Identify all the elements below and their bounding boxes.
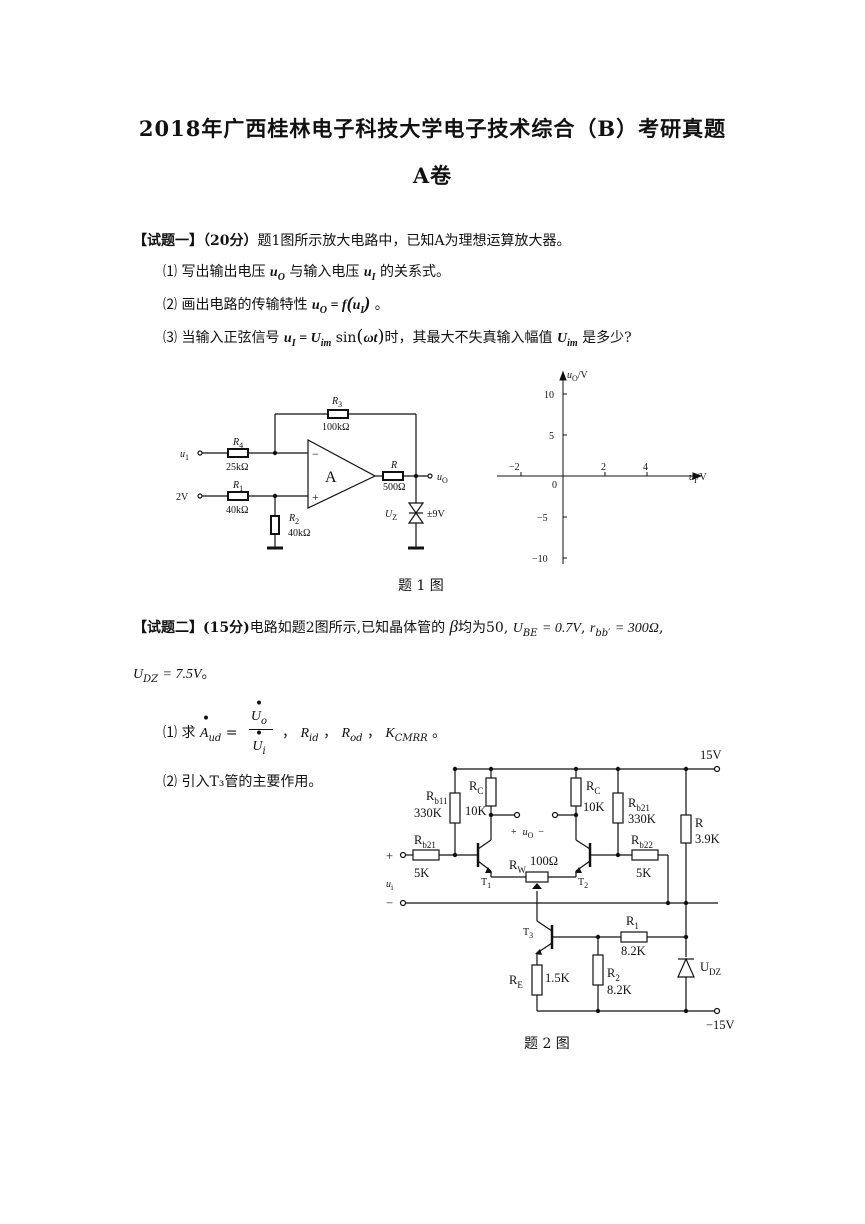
- q1-statement: 【试题一】（20分）题1图所示放大电路中，已知A为理想运算放大器。: [133, 230, 571, 250]
- svg-text:−2: −2: [509, 462, 520, 473]
- svg-text:5: 5: [549, 431, 554, 442]
- svg-text:R1: R1: [232, 480, 243, 493]
- svg-text:RE: RE: [509, 973, 523, 990]
- svg-text:8.2K: 8.2K: [607, 983, 632, 997]
- svg-text:T1: T1: [481, 877, 491, 890]
- svg-text:R2: R2: [607, 966, 620, 983]
- svg-text:5K: 5K: [636, 866, 651, 880]
- svg-text:u1: u1: [180, 449, 189, 462]
- svg-text:Rb21: Rb21: [628, 796, 650, 813]
- svg-text:2: 2: [601, 462, 606, 473]
- svg-text:R: R: [390, 460, 397, 471]
- svg-text:uO/V: uO/V: [567, 370, 589, 383]
- q2-statement: 【试题二】(15分)电路如题2图所示,已知晶体管的 β均为50, UBE = 0…: [133, 617, 664, 639]
- svg-text:−: −: [312, 447, 319, 461]
- svg-text:Rb11: Rb11: [426, 789, 448, 806]
- svg-text:Rb22: Rb22: [631, 833, 653, 850]
- svg-text:+: +: [312, 490, 319, 504]
- q2-item-2: ⑵ 引入T₃管的主要作用。: [163, 774, 323, 790]
- svg-text:3.9K: 3.9K: [695, 832, 720, 846]
- q1-item-3: ⑶ 当输入正弦信号 uI = Uim sin(ωt)时，其最大不失真输入幅值 U…: [163, 326, 632, 349]
- svg-text:10K: 10K: [465, 804, 487, 818]
- q2-fraction: • Uo • Ui: [249, 697, 273, 757]
- q1-text: 题1图所示放大电路中，已知A为理想运算放大器。: [257, 233, 571, 249]
- figure-1-axes: uO/V uI/V 10 5 −5 −10 −2 2 4 0: [497, 370, 707, 565]
- figure-2-caption: 题 2 图: [524, 1036, 570, 1052]
- svg-text:RC: RC: [586, 779, 600, 796]
- svg-text:330K: 330K: [628, 812, 656, 826]
- svg-text:2V: 2V: [176, 492, 189, 503]
- svg-text:40kΩ: 40kΩ: [288, 528, 310, 539]
- svg-text:−5: −5: [537, 513, 548, 524]
- svg-text:A: A: [325, 469, 337, 486]
- svg-text:40kΩ: 40kΩ: [226, 505, 248, 516]
- figure-2-circuit: 15V −15V Rb11 330K RC 10K RC 10K Rb21 33…: [386, 748, 735, 1032]
- svg-text:uO: uO: [437, 472, 448, 485]
- svg-text:−15V: −15V: [706, 1018, 735, 1032]
- svg-text:1.5K: 1.5K: [545, 971, 570, 985]
- svg-text:0: 0: [552, 480, 557, 491]
- svg-text:UZ: UZ: [385, 509, 397, 522]
- svg-text:25kΩ: 25kΩ: [226, 462, 248, 473]
- figure-1-circuit: R3 100kΩ R4 25kΩ R1 40kΩ R2 40kΩ u1 2V A…: [176, 396, 448, 550]
- svg-text:T2: T2: [578, 877, 588, 890]
- svg-text:+uO−: +uO−: [511, 827, 544, 840]
- svg-text:15V: 15V: [700, 748, 722, 762]
- svg-text:330K: 330K: [414, 806, 442, 820]
- svg-text:10: 10: [544, 390, 554, 401]
- q2-item-1: ⑴ 求 • Aud =: [163, 711, 238, 744]
- svg-text:RC: RC: [469, 779, 483, 796]
- svg-text:5K: 5K: [414, 866, 429, 880]
- page-subtitle: A卷: [412, 163, 453, 188]
- figure-1-caption: 题 1 图: [398, 578, 444, 594]
- svg-text:4: 4: [643, 462, 648, 473]
- svg-text:R: R: [695, 816, 704, 830]
- svg-text:R4: R4: [232, 437, 243, 450]
- svg-text:ui: ui: [386, 879, 394, 892]
- svg-text:10K: 10K: [583, 800, 605, 814]
- q1-item-1: ⑴ 写出输出电压 uO 与输入电压 uI 的关系式。: [163, 264, 450, 283]
- svg-text:100Ω: 100Ω: [530, 854, 558, 868]
- svg-text:500Ω: 500Ω: [383, 482, 405, 493]
- q2-udz: UDZ = 7.5V。: [133, 666, 216, 685]
- svg-text:UDZ: UDZ: [700, 960, 721, 977]
- svg-text:R3: R3: [331, 396, 342, 409]
- q2-item-1-rest: ， Rid ， Rod ， KCMRR 。: [282, 725, 447, 744]
- svg-text:RW: RW: [509, 858, 526, 875]
- q1-head: 【试题一】（20分）: [133, 233, 258, 249]
- page-title: 2018年广西桂林电子科技大学电子技术综合（B）考研真题: [138, 116, 727, 141]
- svg-text:100kΩ: 100kΩ: [322, 422, 349, 433]
- svg-text:±9V: ±9V: [427, 509, 445, 520]
- svg-text:R2: R2: [288, 513, 299, 526]
- q1-item-2: ⑵ 画出电路的传输特性 uO = f(uI) 。: [163, 293, 389, 316]
- svg-text:uI/V: uI/V: [689, 472, 707, 485]
- svg-text:R1: R1: [626, 914, 639, 931]
- svg-text:−: −: [386, 896, 393, 910]
- svg-text:−10: −10: [532, 554, 548, 565]
- svg-text:T3: T3: [523, 927, 533, 940]
- svg-text:+: +: [386, 849, 393, 863]
- svg-text:Rb21: Rb21: [414, 833, 436, 850]
- svg-text:8.2K: 8.2K: [621, 944, 646, 958]
